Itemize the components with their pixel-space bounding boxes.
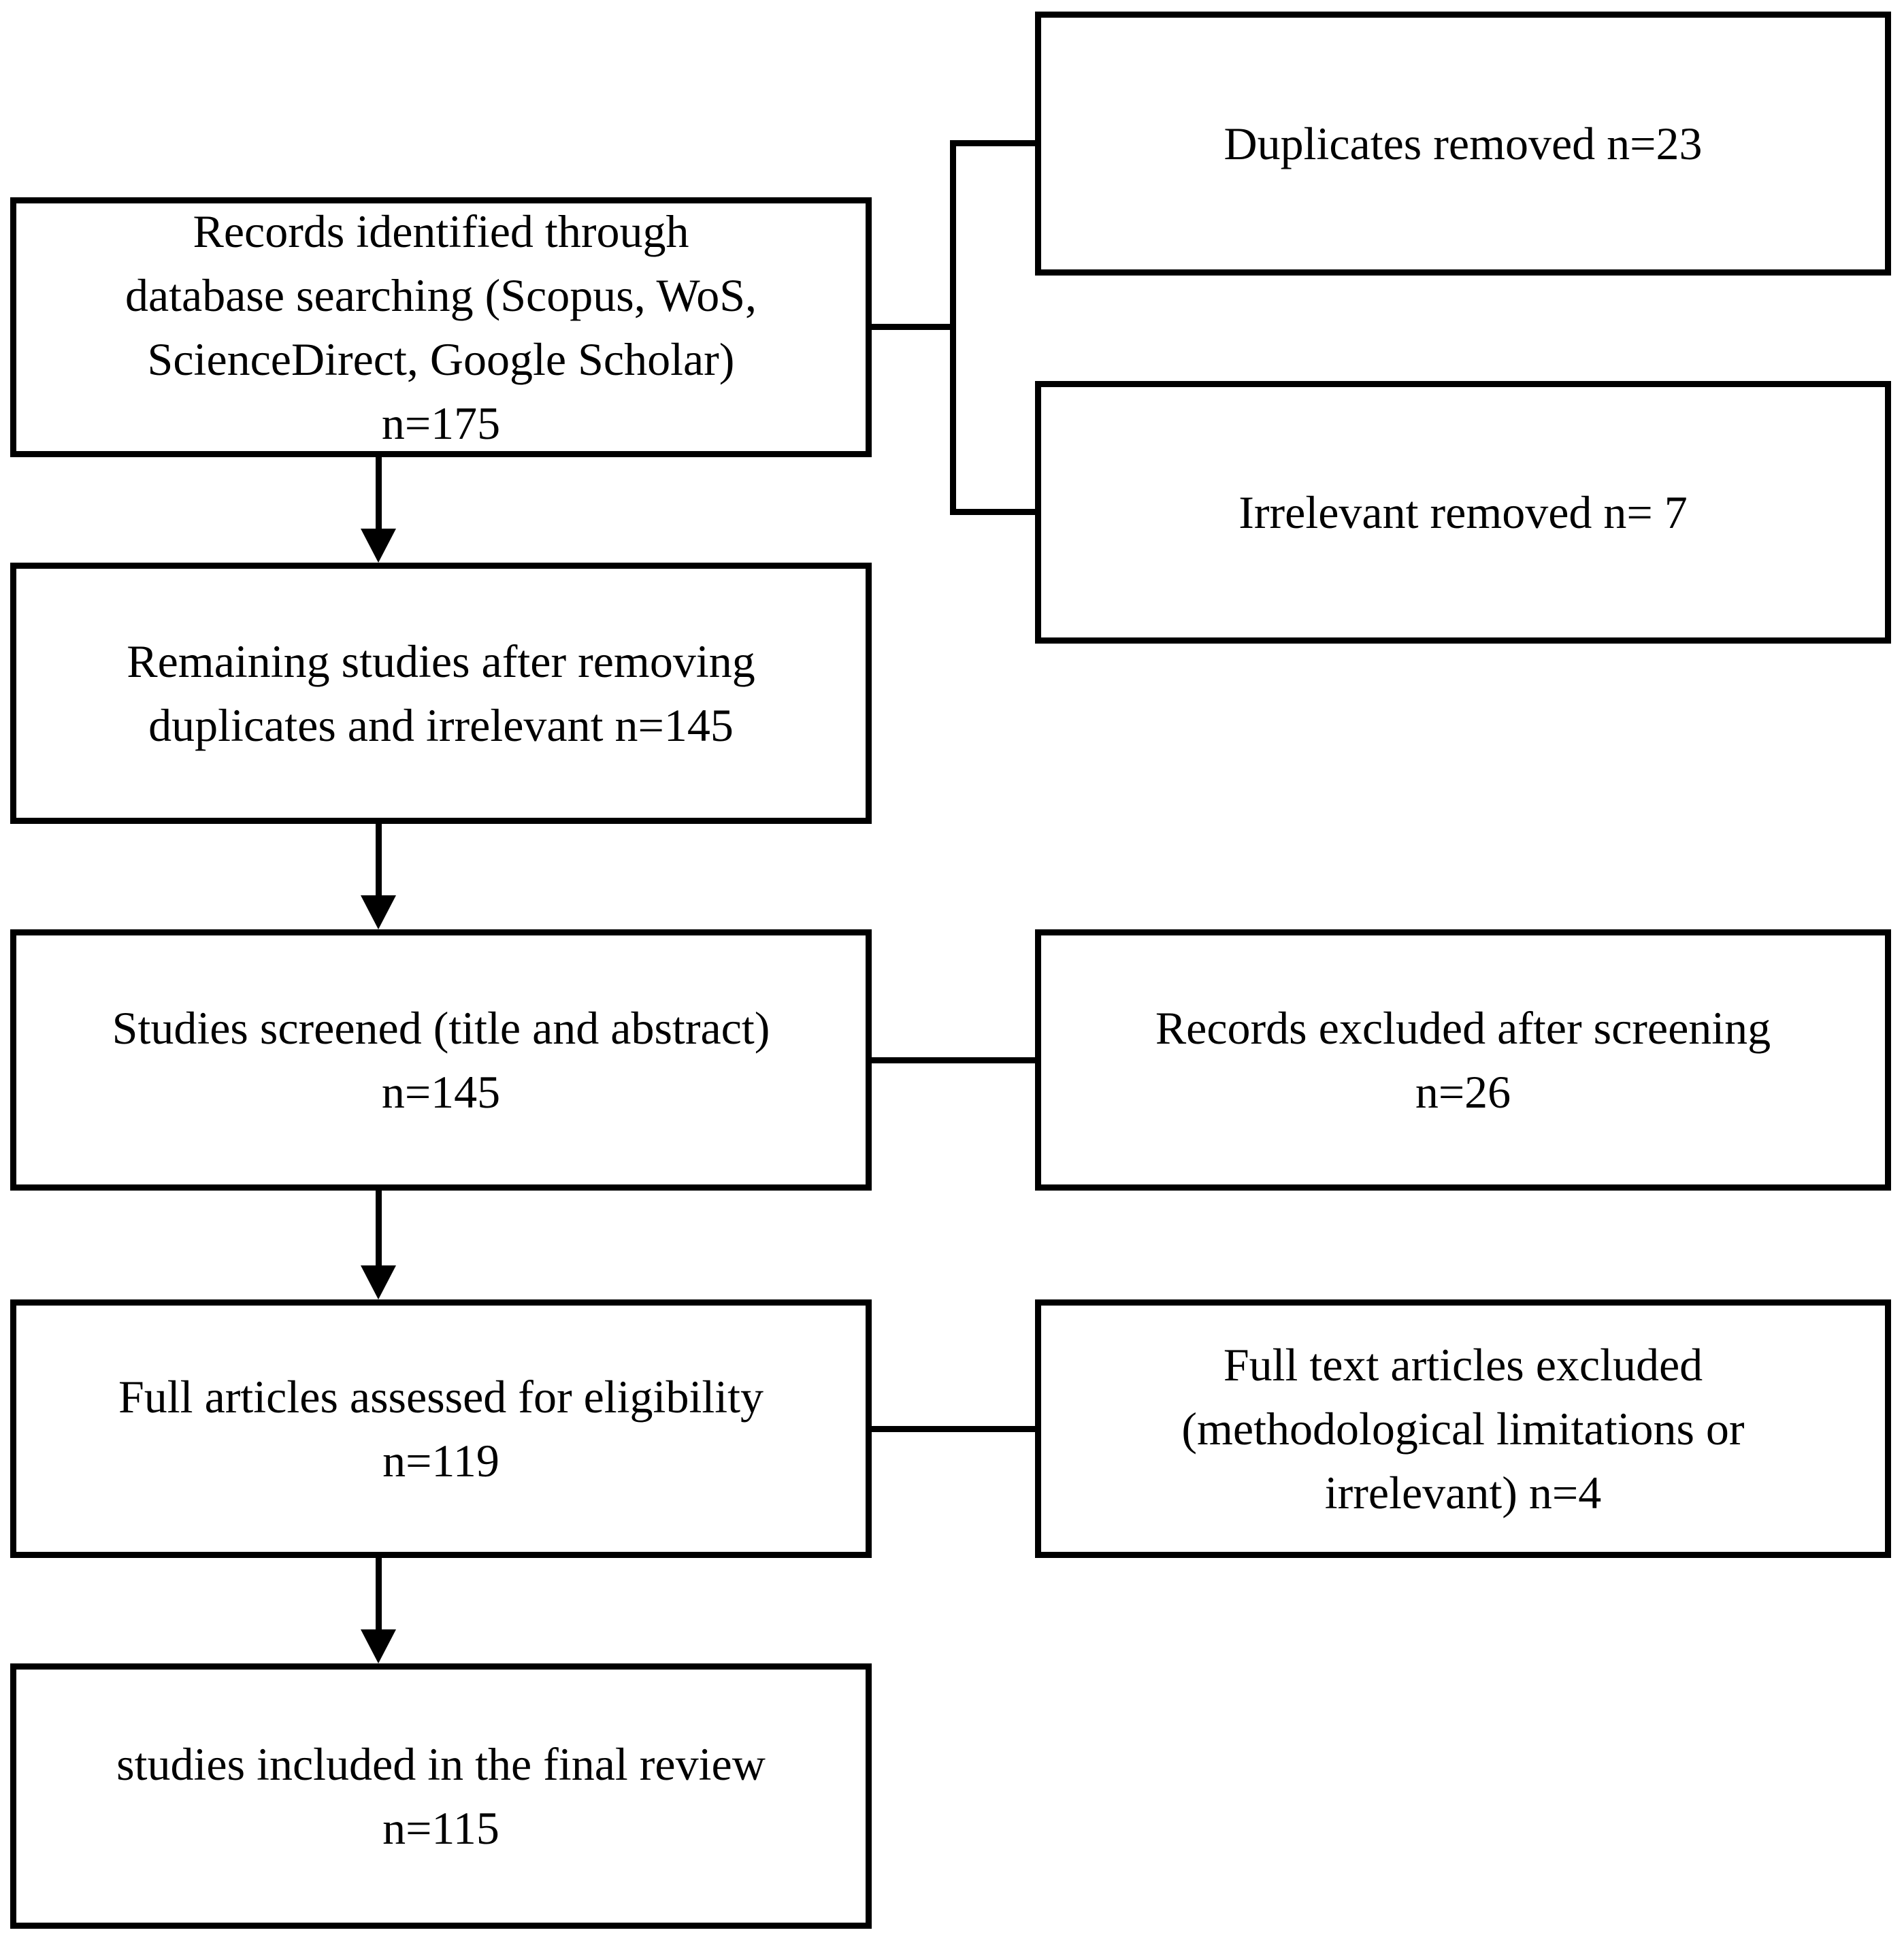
arrow-head-icon	[361, 529, 396, 563]
box-full-text-excluded-text: Full text articles excluded (methodologi…	[1181, 1339, 1745, 1519]
box-studies-included: studies included in the final review n=1…	[10, 1663, 872, 1929]
arrow-shaft	[376, 824, 382, 897]
connector-identification-stub-line	[872, 324, 956, 330]
arrow-head-icon	[361, 1629, 396, 1663]
box-records-identified-text: Records identified through database sear…	[125, 205, 757, 449]
arrow-shaft	[376, 457, 382, 531]
connector-branch-vertical-line	[950, 140, 956, 515]
box-records-excluded-text: Records excluded after screening n=26	[1155, 1002, 1771, 1118]
box-studies-screened-text: Studies screened (title and abstract) n=…	[112, 1002, 770, 1118]
arrow-head-icon	[361, 1265, 396, 1299]
arrow-shaft	[376, 1558, 382, 1631]
arrow-shaft	[376, 1191, 382, 1267]
box-full-text-excluded: Full text articles excluded (methodologi…	[1035, 1299, 1891, 1558]
box-duplicates-removed-text: Duplicates removed n=23	[1224, 118, 1703, 169]
connector-to-irrelevant-line	[950, 509, 1035, 515]
box-irrelevant-removed-text: Irrelevant removed n= 7	[1238, 486, 1688, 538]
box-studies-screened: Studies screened (title and abstract) n=…	[10, 929, 872, 1191]
box-remaining-studies: Remaining studies after removing duplica…	[10, 563, 872, 824]
box-records-excluded: Records excluded after screening n=26	[1035, 929, 1891, 1191]
box-remaining-studies-text: Remaining studies after removing duplica…	[127, 635, 755, 751]
box-full-articles-assessed: Full articles assessed for eligibility n…	[10, 1299, 872, 1558]
connector-assessed-to-excluded-line	[872, 1426, 1035, 1432]
arrow-head-icon	[361, 895, 396, 929]
box-studies-included-text: studies included in the final review n=1…	[116, 1738, 766, 1854]
connector-screened-to-excluded-line	[872, 1057, 1035, 1063]
box-irrelevant-removed: Irrelevant removed n= 7	[1035, 381, 1891, 644]
box-duplicates-removed: Duplicates removed n=23	[1035, 12, 1891, 276]
box-records-identified: Records identified through database sear…	[10, 197, 872, 457]
connector-to-duplicates-line	[950, 140, 1035, 146]
box-full-articles-assessed-text: Full articles assessed for eligibility n…	[118, 1371, 764, 1487]
